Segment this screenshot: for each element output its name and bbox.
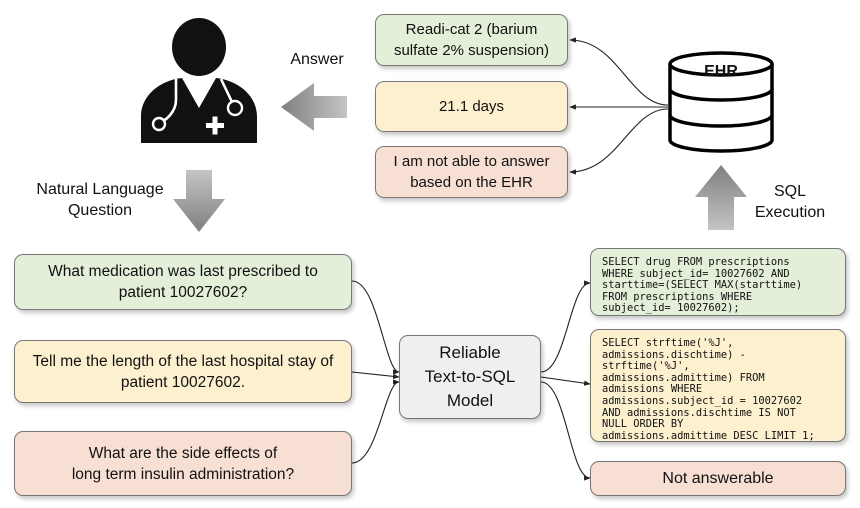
- connector-model-sql1: [540, 280, 591, 373]
- database-icon: [668, 51, 774, 153]
- question-box-3: What are the side effects of long term i…: [14, 431, 352, 496]
- answer-box-2: 21.1 days: [375, 81, 568, 132]
- answer-box-1: Readi-cat 2 (barium sulfate 2% suspensio…: [375, 14, 568, 66]
- question-box-2: Tell me the length of the last hospital …: [14, 340, 352, 403]
- sql-execution-label: SQL Execution: [754, 183, 826, 221]
- connector-model-sql2: [540, 376, 591, 386]
- text-to-sql-model-box: Reliable Text-to-SQL Model: [399, 335, 541, 419]
- nl-question-label: Natural Language Question: [36, 181, 164, 219]
- connector-q3-model: [351, 379, 400, 464]
- not-answerable-box: Not answerable: [590, 461, 846, 496]
- connector-q2-model: [351, 371, 400, 379]
- connector-q1-model: [351, 280, 400, 375]
- arrow-down-icon: [173, 170, 225, 232]
- answer-label: Answer: [290, 51, 344, 68]
- doctor-icon: [141, 18, 257, 143]
- connector-model-not-answerable: [540, 381, 591, 481]
- answer-box-3: I am not able to answer based on the EHR: [375, 146, 568, 198]
- sql-output-box-1: SELECT drug FROM prescriptions WHERE sub…: [590, 248, 846, 316]
- question-box-1: What medication was last prescribed to p…: [14, 254, 352, 310]
- ehr-label: EHR: [704, 63, 738, 80]
- arrow-up-icon: [695, 165, 747, 230]
- connector-ehr-answer3: [569, 108, 669, 175]
- arrow-left-icon: [281, 83, 347, 131]
- connector-ehr-answer1: [569, 37, 669, 106]
- sql-output-box-2: SELECT strftime('%J', admissions.dischti…: [590, 329, 846, 442]
